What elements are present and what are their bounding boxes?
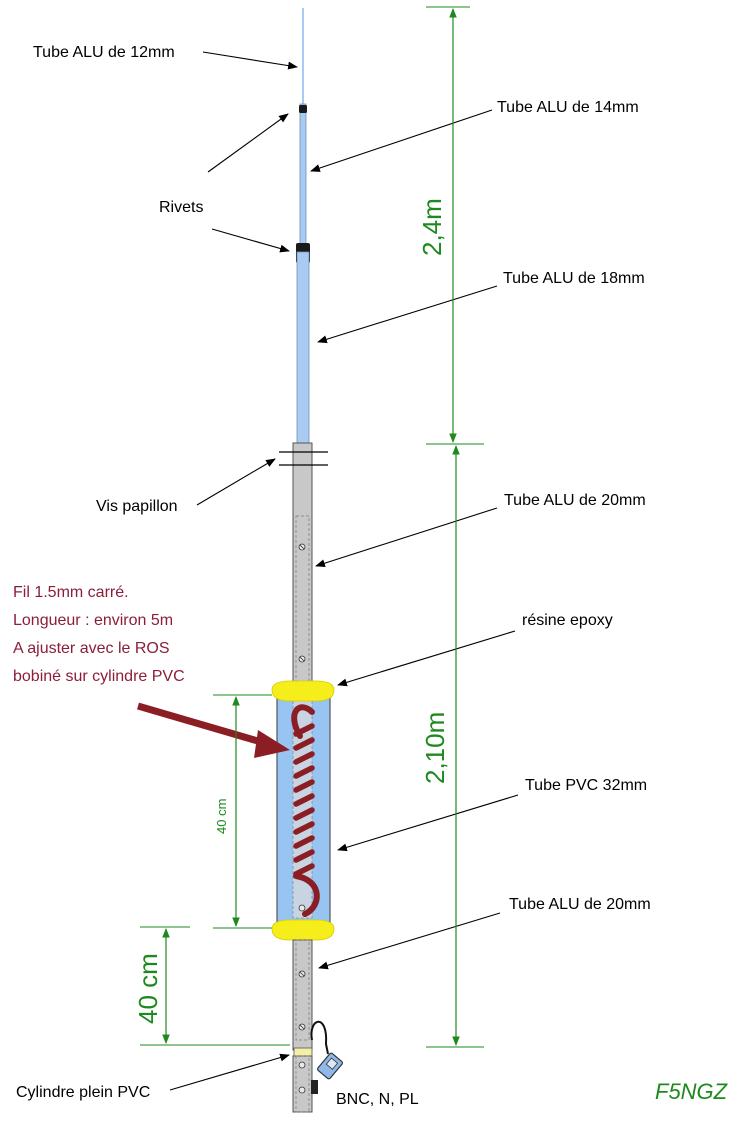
- dimension-lines: [140, 6, 484, 1048]
- coil-bottom-hook: [293, 873, 320, 917]
- wire-arrow: [137, 702, 290, 758]
- dimension-labels: 2,4m 2,10m 40 cm 40 cm: [133, 198, 450, 1024]
- tube-14mm: [299, 103, 307, 253]
- note-line-4: bobiné sur cylindre PVC: [13, 668, 185, 685]
- note-line-3: A ajuster avec le ROS: [13, 640, 170, 657]
- labels: Tube ALU de 12mm Tube ALU de 14mm Rivets…: [16, 44, 729, 1108]
- label-tube-pvc: Tube PVC 32mm: [525, 777, 647, 794]
- label-rivets: Rivets: [159, 199, 203, 216]
- label-tube-18mm: Tube ALU de 18mm: [503, 270, 645, 287]
- dim-lower-label: 2,10m: [420, 712, 450, 784]
- coax-cable: [310, 1020, 329, 1055]
- leader-lines: [169, 51, 519, 1091]
- dim-upper-label: 2,4m: [417, 198, 447, 256]
- epoxy-bottom: [271, 919, 335, 941]
- connector-mount: [311, 1080, 318, 1094]
- tube-18mm: [296, 251, 310, 449]
- signature: F5NGZ: [655, 1079, 729, 1104]
- inner-tube-lower: [295, 939, 310, 1041]
- label-vis-papillon: Vis papillon: [96, 498, 178, 515]
- coil-turns: [293, 723, 315, 877]
- dim-base-label: 40 cm: [133, 953, 163, 1024]
- wire-note: Fil 1.5mm carré. Longueur : environ 5m A…: [13, 584, 185, 685]
- screws-lower: [298, 970, 306, 1031]
- label-tube-12mm: Tube ALU de 12mm: [33, 44, 175, 61]
- pvc-base-cylinder: [293, 1047, 313, 1057]
- label-resine-epoxy: résine epoxy: [522, 612, 613, 629]
- label-connectors: BNC, N, PL: [336, 1091, 419, 1108]
- label-tube-20mm-top: Tube ALU de 20mm: [504, 492, 646, 509]
- label-cylindre-pvc: Cylindre plein PVC: [16, 1084, 150, 1101]
- antenna-mast: [271, 8, 343, 1113]
- connector-icon: [317, 1052, 343, 1080]
- label-tube-14mm: Tube ALU de 14mm: [497, 99, 639, 116]
- note-line-2: Longueur : environ 5m: [13, 612, 173, 629]
- note-line-1: Fil 1.5mm carré.: [13, 584, 129, 601]
- coil-wire: [291, 704, 320, 917]
- epoxy-top: [271, 680, 335, 702]
- label-tube-20mm-bottom: Tube ALU de 20mm: [509, 896, 651, 913]
- dim-coil-label: 40 cm: [214, 799, 229, 834]
- screw: [298, 904, 306, 912]
- rivet-top: [299, 105, 307, 113]
